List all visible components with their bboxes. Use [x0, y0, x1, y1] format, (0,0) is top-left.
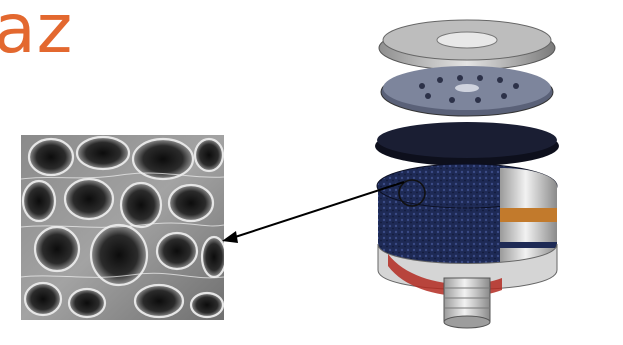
pointer-arrow [0, 0, 623, 340]
